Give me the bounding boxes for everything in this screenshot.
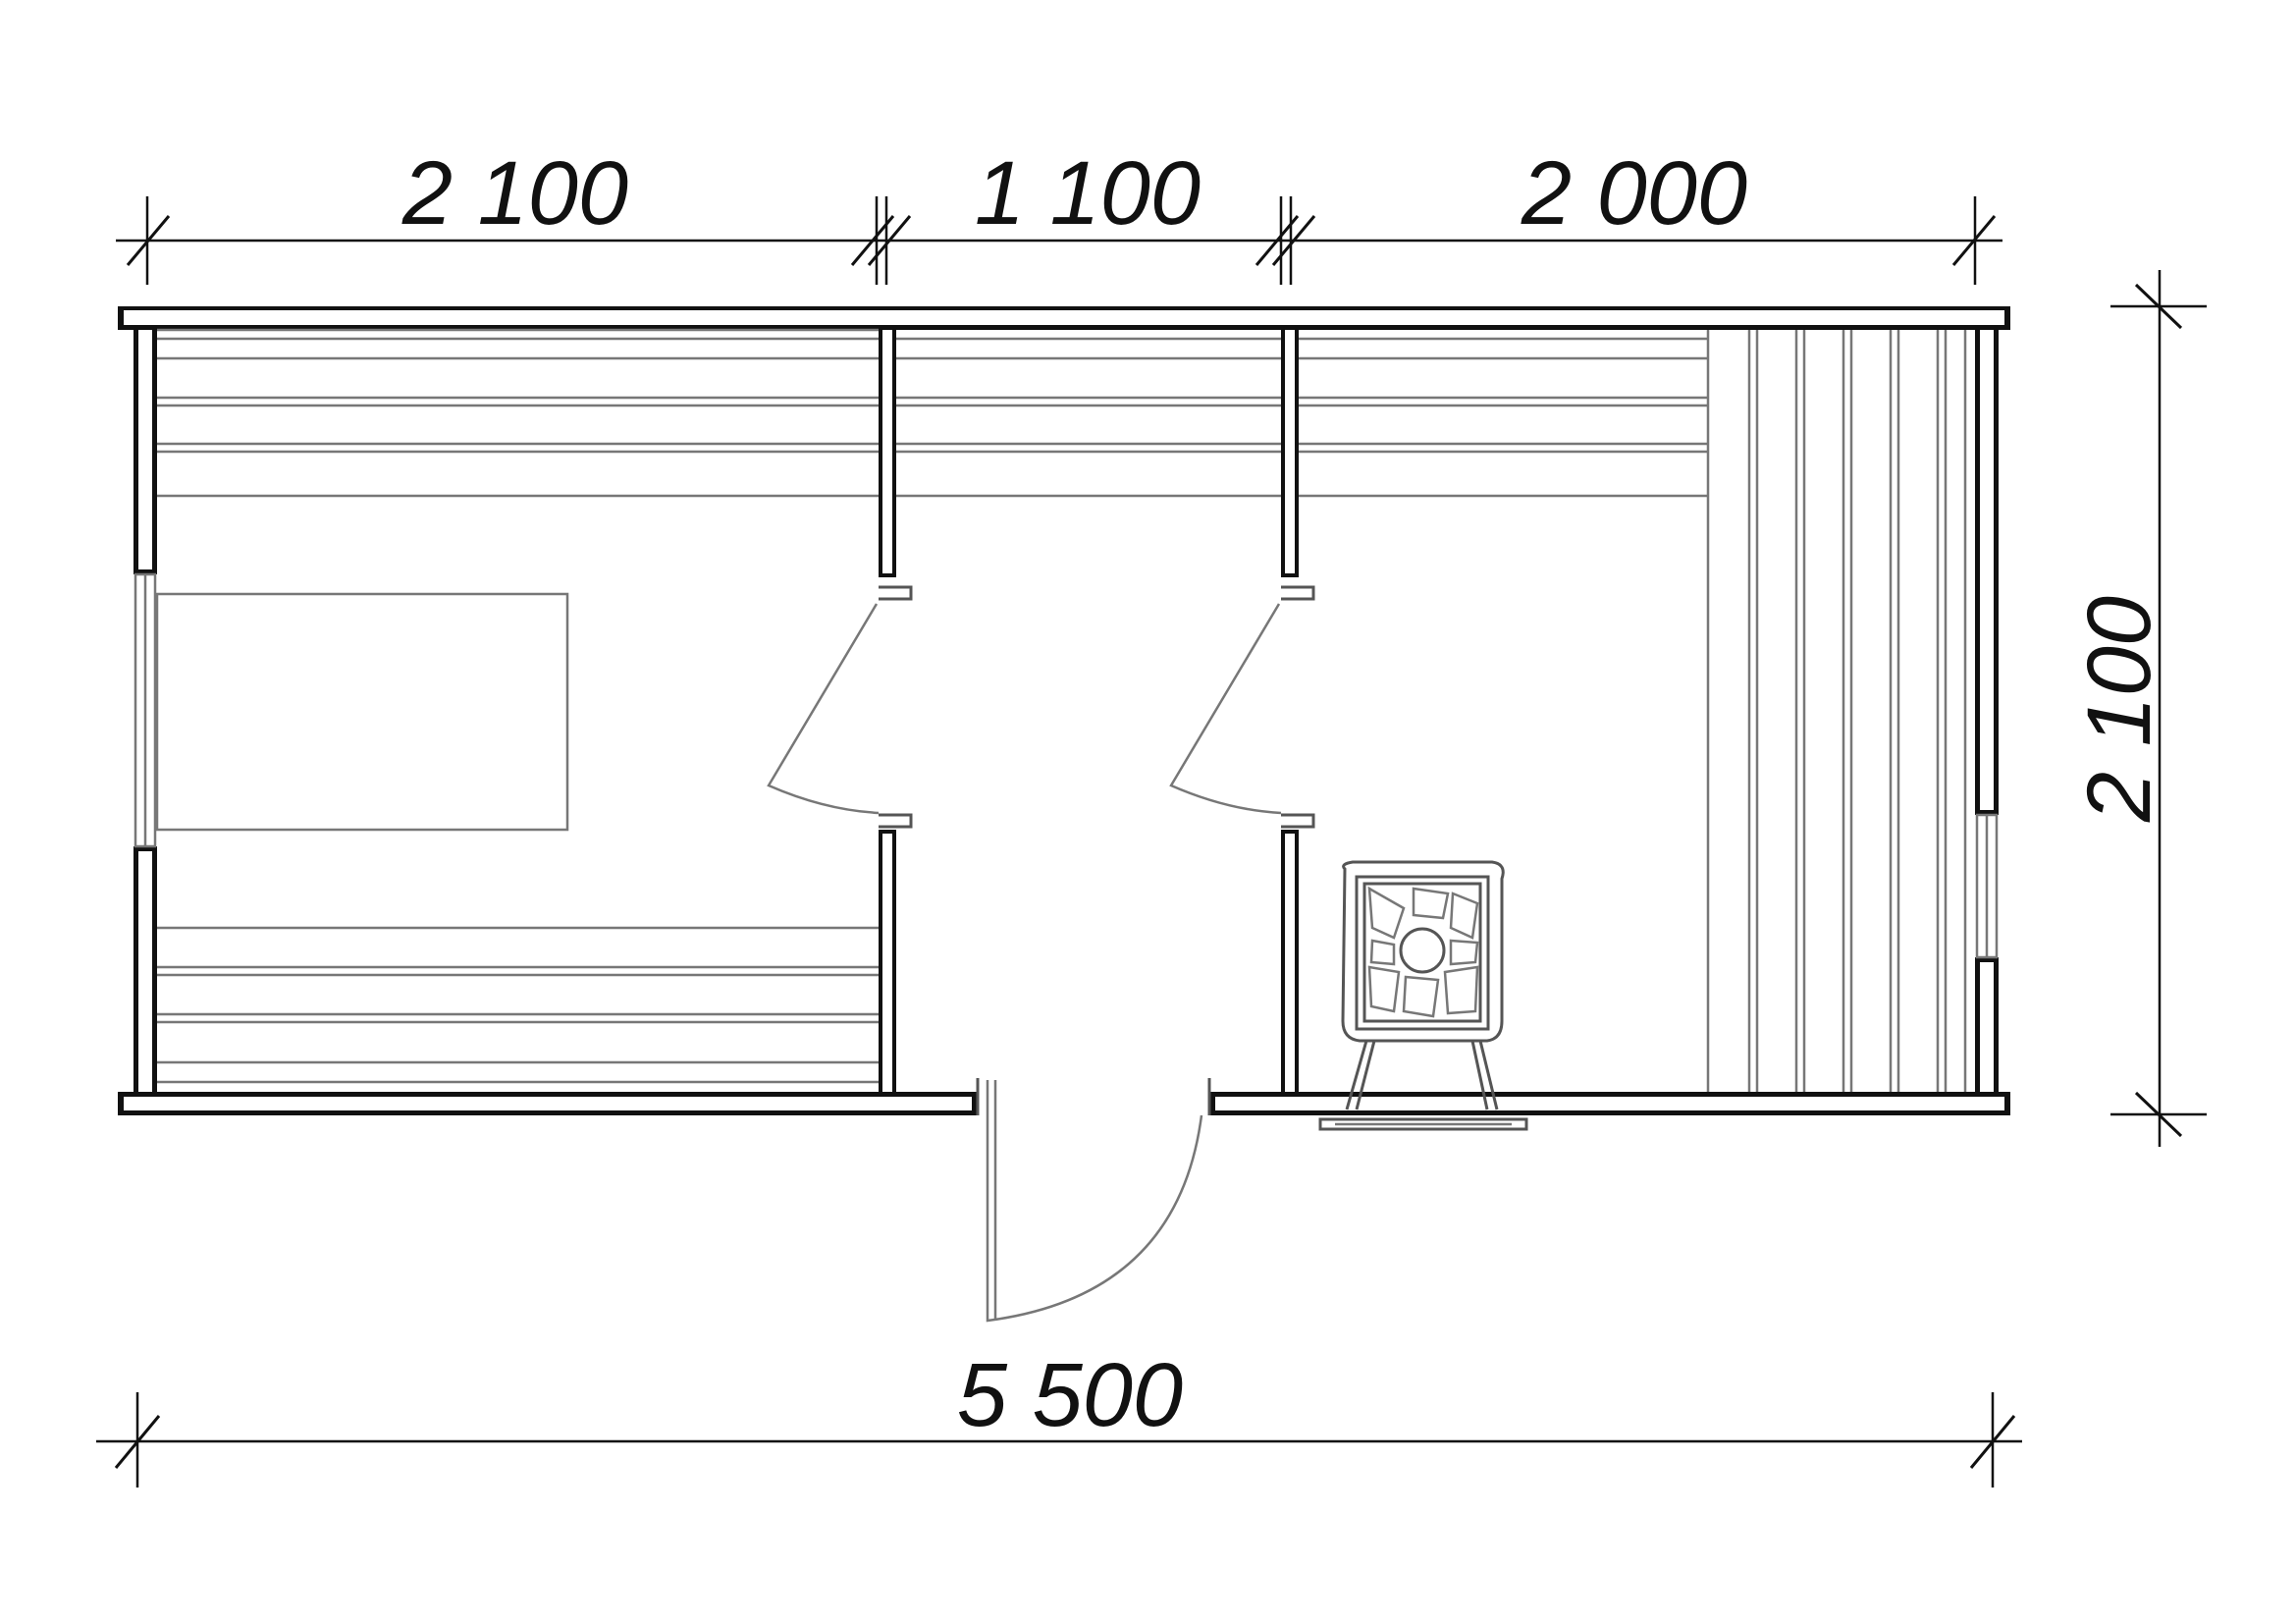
table [155,592,569,832]
sauna-stove-icon [1318,860,1528,1131]
dimension-depth: 2 100 [2069,596,2169,823]
steam-room-shelf [1706,330,1967,1092]
doors [767,603,1282,1323]
dimension-total-length: 5 500 [957,1345,1183,1445]
dimension-room-2-width: 1 100 [975,143,1201,243]
door-steam-room [1169,603,1282,815]
door-rest-room [767,603,880,815]
bench-room-1-top [157,328,879,498]
right-dimension: 2 100 [2069,270,2207,1147]
bottom-dimension: 5 500 [96,1345,2022,1488]
dimension-room-1-width: 2 100 [401,143,628,243]
top-dimension-chain: 2 100 1 100 2 000 [116,143,2002,285]
bench-room-2-top [896,337,1281,498]
windows [133,572,1999,959]
bench-room-1-bottom [157,926,879,1084]
door-jambs [879,585,1315,1115]
dimension-room-3-width: 2 000 [1521,143,1747,243]
walls [118,306,2010,1115]
bench-room-3-top [1299,337,1708,498]
door-entrance [986,1080,1203,1323]
